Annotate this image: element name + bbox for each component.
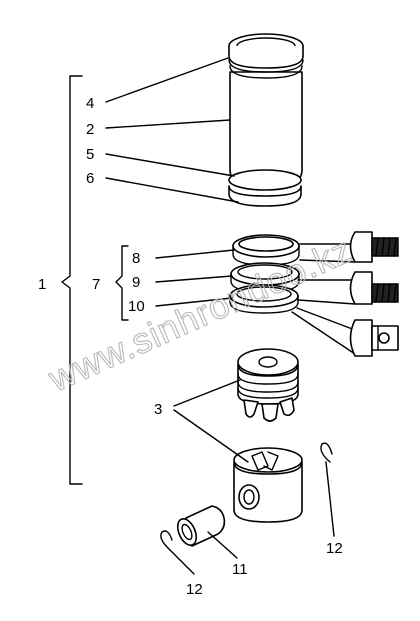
callout-12-right: 12	[326, 540, 343, 557]
callout-11: 11	[232, 561, 248, 578]
callout-5: 5	[86, 146, 94, 163]
cylinder-liner	[228, 33, 304, 189]
callout-labels: 1 2 3 4 5 6 7 8 9 10 11 12 12	[38, 95, 343, 598]
callout-9: 9	[132, 274, 140, 291]
callout-6: 6	[86, 170, 94, 187]
callout-12-left: 12	[186, 581, 203, 598]
ring-cross-sections	[291, 231, 399, 357]
callout-8: 8	[132, 250, 140, 267]
piston-pin	[176, 505, 226, 547]
callout-2: 2	[86, 121, 94, 138]
bracket-ring-set	[115, 245, 129, 321]
leader-lines	[105, 57, 335, 575]
piston-skirt	[233, 447, 303, 523]
callout-1: 1	[38, 276, 46, 293]
piston-crown	[237, 348, 299, 422]
callout-7: 7	[92, 276, 100, 293]
watermark-text: www.sinhrondoo.kz	[42, 229, 358, 400]
callout-3: 3	[154, 401, 162, 418]
circlip-left	[160, 530, 173, 549]
liner-seal-rings	[228, 169, 302, 207]
callout-4: 4	[86, 95, 94, 112]
piston-rings	[229, 234, 300, 314]
bracket-cylinder-kit	[61, 75, 83, 485]
circlip-right	[320, 442, 333, 463]
callout-10: 10	[128, 298, 145, 315]
